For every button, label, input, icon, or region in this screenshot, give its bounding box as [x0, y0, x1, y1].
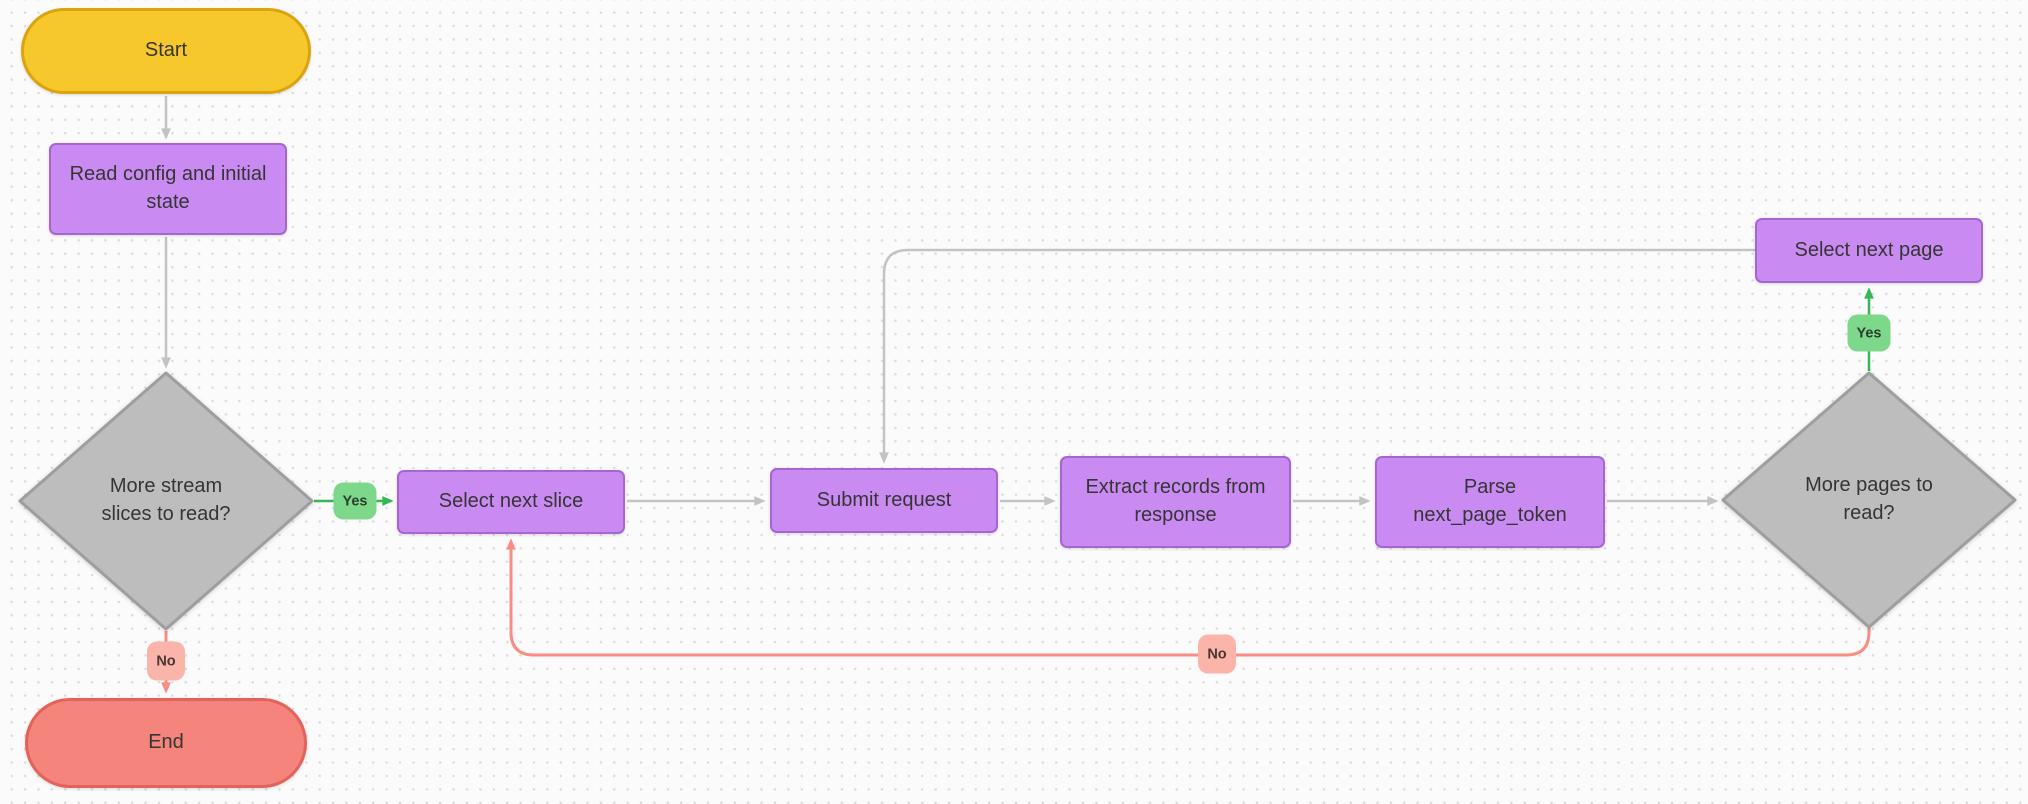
node-submit-request: Submit request	[770, 468, 998, 533]
edge-select-next-page-to-submit-request	[879, 248, 1755, 464]
edge-label-no-slices: No	[147, 641, 185, 681]
node-read-config-label: Read config and initial state	[69, 163, 267, 213]
node-extract-records-label: Extract records from response	[1085, 476, 1266, 526]
decision-more-pages-shape	[1721, 371, 2017, 629]
edge-label-no-pages: No	[1198, 634, 1236, 674]
edge-no-loop-to-select-next-slice	[506, 538, 1871, 657]
node-start: Start	[21, 8, 311, 94]
decision-more-slices-shape	[18, 371, 314, 631]
node-parse-next-page-token-label: Parse next_page_token	[1413, 476, 1567, 526]
node-parse-next-page-token: Parse next_page_token	[1375, 456, 1605, 548]
node-read-config: Read config and initial state	[49, 143, 287, 235]
edge-label-yes-slices: Yes	[333, 482, 377, 520]
node-select-next-page: Select next page	[1755, 218, 1983, 283]
node-end-label: End	[148, 731, 184, 754]
node-select-next-page-label: Select next page	[1794, 238, 1944, 261]
edge-label-yes-pages: Yes	[1847, 314, 1891, 352]
node-select-next-slice: Select next slice	[397, 470, 625, 534]
node-end: End	[25, 698, 307, 788]
node-extract-records: Extract records from response	[1060, 456, 1291, 548]
node-submit-request-label: Submit request	[816, 488, 952, 511]
node-start-label: Start	[144, 39, 188, 62]
node-select-next-slice-label: Select next slice	[438, 490, 584, 513]
